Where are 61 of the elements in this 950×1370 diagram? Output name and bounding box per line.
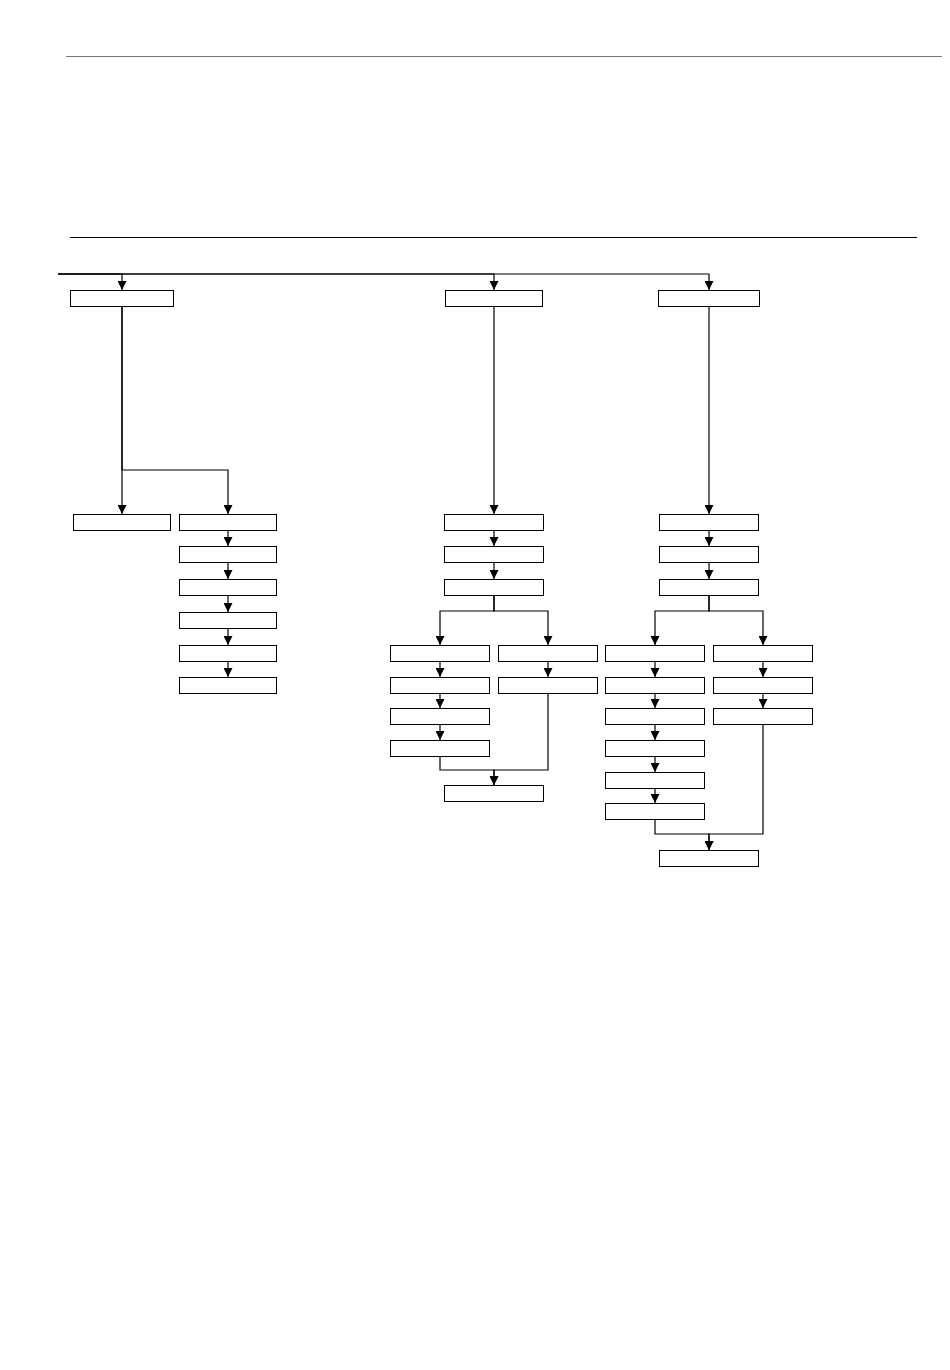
process-box	[179, 579, 277, 596]
arrow	[704, 562, 714, 580]
process-box	[605, 677, 705, 694]
arrow	[223, 562, 233, 580]
process-box	[659, 579, 759, 596]
arrow	[223, 595, 233, 613]
process-box	[179, 677, 277, 694]
process-box	[390, 740, 490, 757]
process-box	[605, 645, 705, 662]
process-box	[713, 677, 813, 694]
process-box	[444, 785, 544, 802]
arrow	[489, 530, 499, 547]
arrow	[650, 724, 660, 741]
process-box	[605, 708, 705, 725]
process-box	[659, 546, 759, 563]
process-box	[713, 645, 813, 662]
arrow	[489, 693, 549, 786]
process-box	[658, 290, 760, 307]
arrow	[493, 595, 553, 646]
process-box	[659, 514, 759, 531]
process-box	[605, 740, 705, 757]
arrow	[57, 273, 714, 291]
process-box	[179, 514, 277, 531]
process-box	[713, 708, 813, 725]
arrow	[121, 306, 233, 515]
process-box	[498, 677, 598, 694]
arrow	[758, 661, 768, 678]
arrow	[758, 693, 768, 709]
arrow	[435, 661, 445, 678]
arrow	[435, 724, 445, 741]
arrow	[704, 306, 714, 515]
process-box	[179, 612, 277, 629]
process-box	[390, 708, 490, 725]
arrow	[223, 628, 233, 646]
arrow	[489, 562, 499, 580]
arrow	[650, 693, 660, 709]
arrow	[489, 306, 499, 515]
arrow	[708, 595, 768, 646]
arrow	[704, 530, 714, 547]
arrow	[704, 724, 764, 851]
process-box	[70, 290, 174, 307]
process-box	[605, 772, 705, 789]
process-box	[605, 803, 705, 820]
process-box	[445, 290, 543, 307]
process-box	[390, 645, 490, 662]
arrow	[650, 756, 660, 773]
process-box	[444, 514, 544, 531]
arrow	[543, 661, 553, 678]
arrow	[650, 788, 660, 804]
process-box	[73, 514, 171, 531]
process-box	[659, 850, 759, 867]
process-box	[444, 579, 544, 596]
process-box	[179, 546, 277, 563]
process-box	[444, 546, 544, 563]
arrow	[435, 693, 445, 709]
arrow	[223, 661, 233, 678]
process-box	[498, 645, 598, 662]
process-box	[179, 645, 277, 662]
arrow	[650, 661, 660, 678]
arrow	[223, 530, 233, 547]
process-box	[390, 677, 490, 694]
